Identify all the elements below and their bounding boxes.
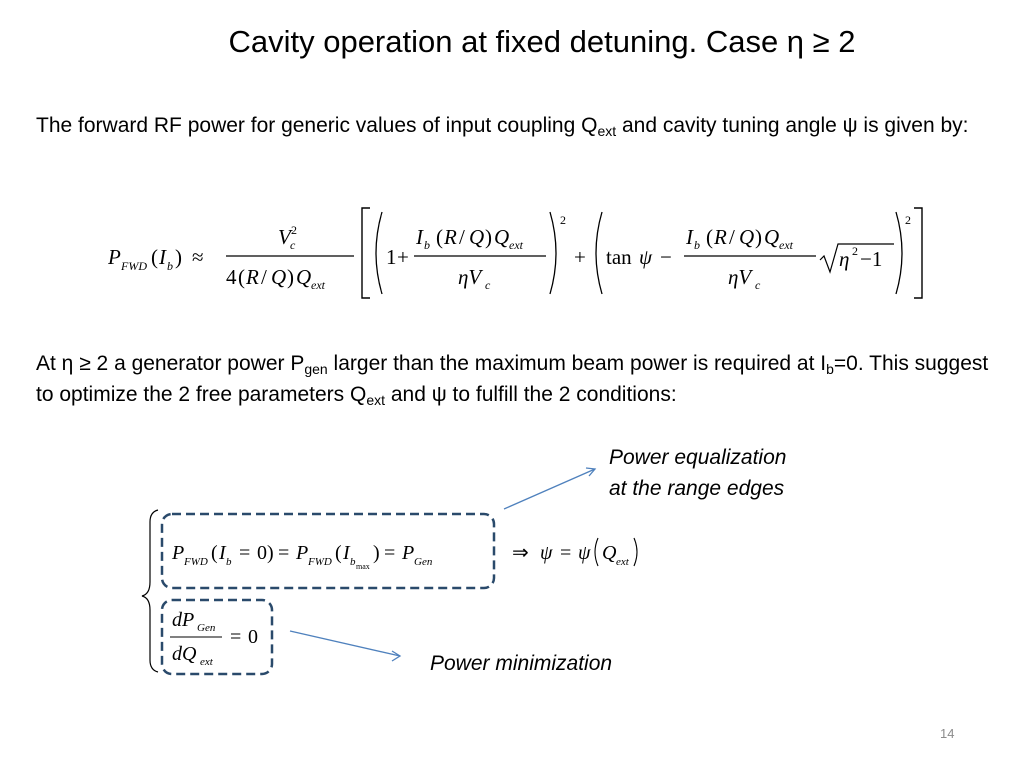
svg-text:Q: Q	[494, 225, 509, 249]
label-power-minimization: Power minimization	[430, 652, 613, 675]
svg-text:≈: ≈	[192, 245, 204, 269]
svg-text:Q: Q	[469, 225, 484, 249]
svg-text:FWD: FWD	[120, 259, 147, 273]
svg-text:=: =	[278, 542, 289, 564]
svg-text:Q: Q	[271, 265, 286, 289]
svg-text:): )	[287, 265, 294, 289]
svg-text:): )	[373, 542, 380, 564]
svg-text:c: c	[485, 278, 491, 292]
svg-text:2: 2	[291, 223, 297, 237]
svg-text:Q: Q	[602, 542, 617, 564]
svg-text:ηV: ηV	[458, 265, 483, 289]
svg-text:ext: ext	[200, 656, 214, 668]
svg-text:ext: ext	[509, 238, 524, 252]
svg-text:b: b	[167, 259, 173, 273]
svg-text:=: =	[560, 542, 571, 564]
svg-text:ext: ext	[779, 238, 794, 252]
svg-text:tan: tan	[606, 245, 632, 269]
svg-text:ext: ext	[311, 278, 326, 292]
svg-text:c: c	[755, 278, 761, 292]
svg-text:R: R	[713, 225, 727, 249]
svg-text:P: P	[171, 542, 184, 564]
svg-text:ψ: ψ	[540, 542, 553, 564]
slide-title: Cavity operation at fixed detuning. Case…	[228, 24, 856, 59]
page-number: 14	[940, 726, 955, 741]
svg-text:I: I	[685, 225, 694, 249]
svg-text:I: I	[342, 542, 351, 564]
svg-text:FWD: FWD	[183, 556, 208, 568]
svg-text:(: (	[436, 225, 443, 249]
svg-text:I: I	[218, 542, 227, 564]
svg-text:ψ: ψ	[578, 542, 591, 564]
svg-text:P: P	[108, 245, 121, 269]
svg-text:(: (	[706, 225, 713, 249]
svg-text:R: R	[443, 225, 457, 249]
forward-power-equation: P FWD ( I b ) ≈ V c 2 4 ( R / Q ) Q ext …	[107, 200, 938, 315]
svg-text:I: I	[415, 225, 424, 249]
svg-text:/: /	[729, 225, 735, 249]
svg-text:2: 2	[852, 244, 858, 258]
svg-text:0: 0	[248, 626, 258, 648]
svg-text:): )	[485, 225, 492, 249]
conditions-paragraph: At η ≥ 2 a generator power Pgen larger t…	[36, 352, 989, 408]
svg-text:P: P	[401, 542, 414, 564]
svg-text:/: /	[261, 265, 267, 289]
conditions-system: P FWD ( I b = 0) = P FWD ( I b max ) = P…	[140, 440, 700, 685]
svg-text:4: 4	[226, 265, 237, 289]
svg-text:(: (	[238, 265, 245, 289]
svg-text:b: b	[694, 238, 700, 252]
svg-text:Q: Q	[296, 265, 311, 289]
svg-text:ηV: ηV	[728, 265, 753, 289]
svg-text:+: +	[574, 245, 586, 269]
svg-text:(: (	[335, 542, 342, 564]
svg-text:1: 1	[386, 245, 397, 269]
svg-text:dQ: dQ	[172, 643, 197, 665]
equalization-box	[160, 512, 496, 590]
svg-text:Q: Q	[764, 225, 779, 249]
svg-text:b: b	[226, 556, 232, 568]
svg-text:Q: Q	[739, 225, 754, 249]
svg-text:−: −	[660, 245, 672, 269]
svg-text:−1: −1	[860, 247, 882, 271]
svg-text:/: /	[459, 225, 465, 249]
svg-text:=: =	[239, 542, 250, 564]
svg-text:R: R	[245, 265, 259, 289]
svg-text:=: =	[230, 626, 241, 648]
svg-text:I: I	[158, 245, 167, 269]
minimization-box	[160, 598, 274, 676]
svg-text:FWD: FWD	[307, 556, 332, 568]
svg-text:b: b	[350, 556, 356, 568]
svg-text:2: 2	[560, 213, 566, 227]
svg-text:0): 0)	[257, 542, 274, 564]
svg-text:dP: dP	[172, 609, 194, 631]
svg-text:⇒: ⇒	[512, 542, 529, 564]
svg-text:Gen: Gen	[414, 556, 433, 568]
svg-text:c: c	[290, 238, 296, 252]
svg-text:b: b	[424, 238, 430, 252]
svg-text:ext: ext	[616, 556, 630, 568]
svg-text:): )	[755, 225, 762, 249]
svg-text:(: (	[211, 542, 218, 564]
intro-paragraph: The forward RF power for generic values …	[36, 114, 969, 139]
svg-text:max: max	[356, 562, 370, 571]
svg-text:): )	[175, 245, 182, 269]
svg-text:+: +	[397, 245, 409, 269]
svg-text:V: V	[278, 225, 293, 249]
svg-text:Gen: Gen	[197, 622, 216, 634]
svg-text:(: (	[151, 245, 158, 269]
svg-text:η: η	[839, 247, 849, 271]
svg-text:P: P	[295, 542, 308, 564]
svg-text:=: =	[384, 542, 395, 564]
svg-text:ψ: ψ	[639, 245, 653, 269]
svg-text:2: 2	[905, 213, 911, 227]
